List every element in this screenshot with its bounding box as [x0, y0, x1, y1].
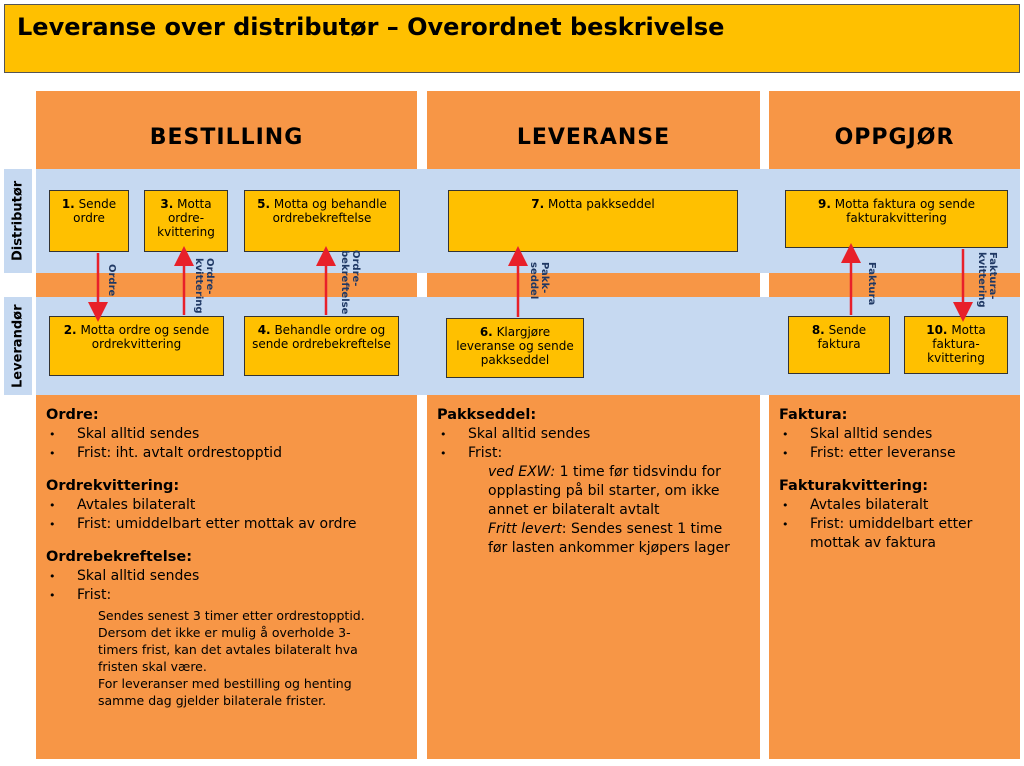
- desc-oppgjor: Faktura: Skal alltid sendes Frist: etter…: [769, 398, 1020, 758]
- arrow-label-ordrekvittering: Ordre-kvittering: [193, 258, 215, 314]
- desc-pakkseddel-exw: ved EXW: 1 time før tidsvindu for opplas…: [437, 463, 738, 520]
- step-8-number: 8.: [811, 323, 825, 337]
- page-title: Leveranse over distributør – Overordnet …: [17, 13, 725, 41]
- arrow-label-ordrebekreftelse: Ordre-bekreftelse: [339, 250, 361, 315]
- step-8-label: Sende faktura: [817, 323, 867, 351]
- desc-ordrebekreftelse-detail: For leveranser med bestilling og henting…: [98, 676, 352, 708]
- step-6-box: 6. Klargjøre leveranse og sende pakksedd…: [446, 318, 584, 378]
- title-bar: Leveranse over distributør – Overordnet …: [4, 4, 1020, 73]
- desc-ordre-heading: Ordre:: [46, 407, 99, 423]
- step-5-label: Motta og behandle ordrebekreftelse: [272, 197, 387, 225]
- desc-ordrebekreftelse-heading: Ordrebekreftelse:: [46, 549, 192, 565]
- step-7-number: 7.: [531, 197, 545, 211]
- arrow-label-faktura: Faktura: [866, 262, 877, 306]
- step-10-number: 10.: [926, 323, 948, 337]
- column-heading-bestilling: BESTILLING: [149, 124, 304, 150]
- desc-fakturakvittering-item: Avtales bilateralt: [779, 496, 1020, 515]
- desc-leveranse: Pakkseddel: Skal alltid sendes Frist: ve…: [427, 398, 760, 758]
- desc-fritt-label: Fritt levert: [488, 521, 562, 537]
- step-10-box: 10. Motta faktura-kvittering: [904, 316, 1008, 374]
- step-3-number: 3.: [160, 197, 174, 211]
- step-4-number: 4.: [257, 323, 271, 337]
- desc-exw-label: ved EXW:: [488, 464, 556, 480]
- step-6-number: 6.: [479, 325, 493, 339]
- desc-exw-text: 1 time før tidsvindu for opplasting på b…: [488, 464, 721, 518]
- desc-ordrebekreftelse-item: Skal alltid sendes: [46, 567, 417, 586]
- desc-fakturakvittering-heading: Fakturakvittering:: [779, 478, 929, 494]
- desc-fritt-text: : Sendes senest 1 time før lasten ankomm…: [488, 521, 730, 556]
- step-1-label: Sende ordre: [73, 197, 117, 225]
- step-6-label: Klargjøre leveranse og sende pakkseddel: [456, 325, 574, 367]
- desc-faktura-item: Skal alltid sendes: [779, 425, 1020, 444]
- step-7-label: Motta pakkseddel: [548, 197, 655, 211]
- step-9-box: 9. Motta faktura og sende fakturakvitter…: [785, 190, 1008, 248]
- step-8-box: 8. Sende faktura: [788, 316, 890, 374]
- step-4-label: Behandle ordre og sende ordrebekreftelse: [252, 323, 391, 351]
- desc-ordrebekreftelse-detail: Sendes senest 3 timer etter ordrestoppti…: [98, 608, 365, 623]
- desc-ordrekvittering-item: Frist: umiddelbart etter mottak av ordre: [46, 515, 417, 534]
- column-heading-leveranse: LEVERANSE: [516, 124, 671, 150]
- step-2-box: 2. Motta ordre og sende ordrekvittering: [49, 316, 224, 376]
- step-1-number: 1.: [61, 197, 75, 211]
- desc-faktura-heading: Faktura:: [779, 407, 848, 423]
- step-5-number: 5.: [257, 197, 271, 211]
- desc-pakkseddel-fritt: Fritt levert: Sendes senest 1 time før l…: [437, 520, 738, 558]
- arrow-label-ordre: Ordre: [106, 264, 117, 297]
- step-1-box: 1. Sende ordre: [49, 190, 129, 252]
- desc-ordrekvittering-heading: Ordrekvittering:: [46, 478, 180, 494]
- step-3-label: Motta ordre-kvittering: [157, 197, 215, 239]
- step-9-number: 9.: [818, 197, 831, 211]
- step-5-box: 5. Motta og behandle ordrebekreftelse: [244, 190, 400, 252]
- desc-ordrebekreftelse-item: Frist:: [46, 586, 417, 605]
- desc-pakkseddel-heading: Pakkseddel:: [437, 407, 537, 423]
- arrow-label-fakturakvittering: Faktura-kvittering: [976, 252, 998, 308]
- step-2-label: Motta ordre og sende ordrekvittering: [80, 323, 210, 351]
- step-3-box: 3. Motta ordre-kvittering: [144, 190, 228, 252]
- desc-ordrebekreftelse-detail: Dersom det ikke er mulig å overholde 3-t…: [98, 625, 358, 674]
- step-4-box: 4. Behandle ordre og sende ordrebekrefte…: [244, 316, 399, 376]
- step-10-label: Motta faktura-kvittering: [927, 323, 986, 365]
- desc-ordrekvittering-item: Avtales bilateralt: [46, 496, 417, 515]
- step-9-label: Motta faktura og sende fakturakvittering: [834, 197, 975, 225]
- desc-pakkseddel-item: Skal alltid sendes: [437, 425, 760, 444]
- desc-ordre-item: Frist: iht. avtalt ordrestopptid: [46, 444, 417, 463]
- step-2-number: 2.: [63, 323, 77, 337]
- desc-faktura-item: Frist: etter leveranse: [779, 444, 1020, 463]
- step-7-box: 7. Motta pakkseddel: [448, 190, 738, 252]
- arrow-label-pakkseddel: Pakk-seddel: [528, 262, 550, 300]
- desc-fakturakvittering-item: Frist: umiddelbart etter mottak av faktu…: [779, 515, 990, 553]
- desc-ordre-item: Skal alltid sendes: [46, 425, 417, 444]
- desc-pakkseddel-item: Frist:: [437, 444, 760, 463]
- desc-bestilling: Ordre: Skal alltid sendes Frist: iht. av…: [36, 398, 417, 758]
- column-heading-oppgjor: OPPGJØR: [834, 124, 955, 150]
